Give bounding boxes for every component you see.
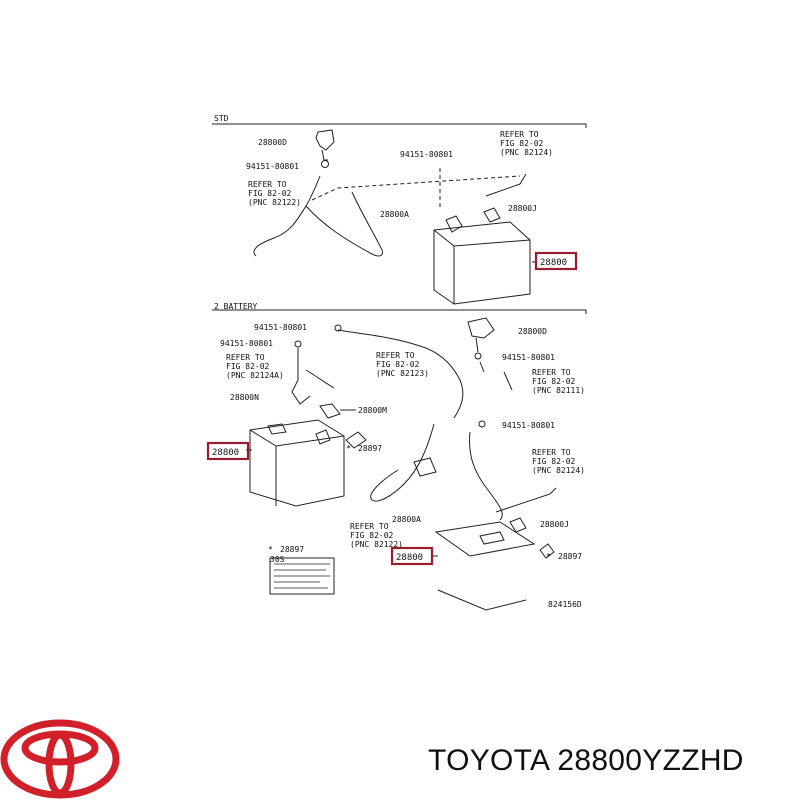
battery-left-terminals [267,423,331,445]
battery-top-edges [433,229,531,304]
refer-label: REFER TO [226,353,265,362]
refer-label: (PNC 82124) [500,148,553,157]
part-label: 30S [270,555,285,564]
terminal-28800M [319,403,341,419]
negative-cable-top [253,175,321,257]
refer-label: REFER TO [350,522,389,531]
battery-center-plate [479,531,505,545]
refer-label: (PNC 82122) [248,198,301,207]
terminal-28800D-bottom [467,317,495,339]
refer-label: REFER TO [248,180,287,189]
part-label[interactable]: 28800A [380,210,409,219]
asterisk-mark: * [346,444,351,453]
stem-28800D-bottom [475,337,479,353]
refer-label: (PNC 82124A) [226,371,284,380]
negative-cable-bottom [370,423,435,502]
refer-label: REFER TO [532,448,571,457]
refer-label: FIG 82-02 [376,360,420,369]
refer-label: (PNC 82122) [350,540,403,549]
sticker-text-lines [274,563,330,589]
section-label-2-battery: 2 BATTERY [214,302,258,311]
refer-label: REFER TO [532,368,571,377]
highlighted-part-number[interactable]: 28800 [396,553,423,563]
bolt-94151-bottom-a [334,324,342,332]
battery-bottom-left-edges [249,429,345,506]
positive-cable-top [305,191,383,257]
refer-label: FIG 82-02 [248,189,292,198]
highlight-box-28800-center [390,546,434,566]
refer-label: FIG 82-02 [532,457,576,466]
nut-94151-bottom-d [478,420,486,428]
bracket-28897-a [345,431,367,449]
clamp-28800A-bottom [413,457,437,477]
battery-tray [437,589,527,611]
cable-82124A [305,369,335,389]
nut-94151-top [321,160,329,168]
positive-lead-bottom [469,431,503,521]
battery-bottom-center [434,521,536,557]
part-label[interactable]: 28800J [508,204,537,213]
nut-94151-bottom-c [474,352,482,360]
terminal-28800J-bottom [509,517,527,533]
refer-label: (PNC 82123) [376,369,429,378]
refer-label: (PNC 82111) [532,386,585,395]
bolt-94151-bottom-b [294,340,302,348]
asterisk-mark: * [268,545,273,554]
clamp-stem [321,149,328,161]
highlighted-part-number[interactable]: 28800 [540,258,567,268]
refer-label: FIG 82-02 [226,362,270,371]
part-label[interactable]: 94151-80801 [400,150,453,159]
refer-label: FIG 82-02 [500,139,544,148]
top-section-frame [212,123,587,128]
toyota-logo-icon [0,719,120,799]
bottom-section-frame [212,309,587,314]
highlight-box-28800-top [534,251,578,271]
part-label[interactable]: 28800M [358,406,387,415]
asterisk-mark: * [546,552,551,561]
battery-top-terminals [445,207,501,233]
part-label[interactable]: 28800J [540,520,569,529]
bracket-28897-c [539,543,555,559]
part-label[interactable]: 94151-80801 [502,353,555,362]
part-label[interactable]: 28800A [392,515,421,524]
battery-bottom-left [249,419,345,507]
terminal-28800N [291,348,311,405]
positive-cable-bottom [337,329,464,419]
refer-label: REFER TO [376,351,415,360]
part-label[interactable]: 28800D [258,138,287,147]
battery-top [433,221,531,305]
part-label[interactable]: 28897 [358,444,382,453]
dashed-leader-top [311,175,521,201]
part-label[interactable]: 28800N [230,393,259,402]
cable-82111 [479,361,513,391]
part-label[interactable]: 28800D [518,327,547,336]
refer-label: REFER TO [500,130,539,139]
figure-code: 824156D [548,600,582,609]
section-label-std: STD [214,114,229,123]
part-label[interactable]: 28897 [280,545,304,554]
part-label[interactable]: 94151-80801 [254,323,307,332]
refer-label: FIG 82-02 [350,531,394,540]
part-label[interactable]: 94151-80801 [502,421,555,430]
brand-part-title: TOYOTA 28800YZZHD [428,744,744,777]
highlighted-part-number[interactable]: 28800 [212,448,239,458]
cable-28800J-top [485,173,527,197]
part-label[interactable]: 28897 [558,552,582,561]
caution-label-sticker [269,557,335,595]
refer-label: (PNC 82124) [532,466,585,475]
terminal-clamp-28800D [315,129,335,151]
part-label[interactable]: 94151-80801 [246,162,299,171]
cable-28800J-bottom [495,487,557,513]
refer-label: FIG 82-02 [532,377,576,386]
highlight-box-28800-left [206,441,250,461]
part-label[interactable]: 94151-80801 [220,339,273,348]
